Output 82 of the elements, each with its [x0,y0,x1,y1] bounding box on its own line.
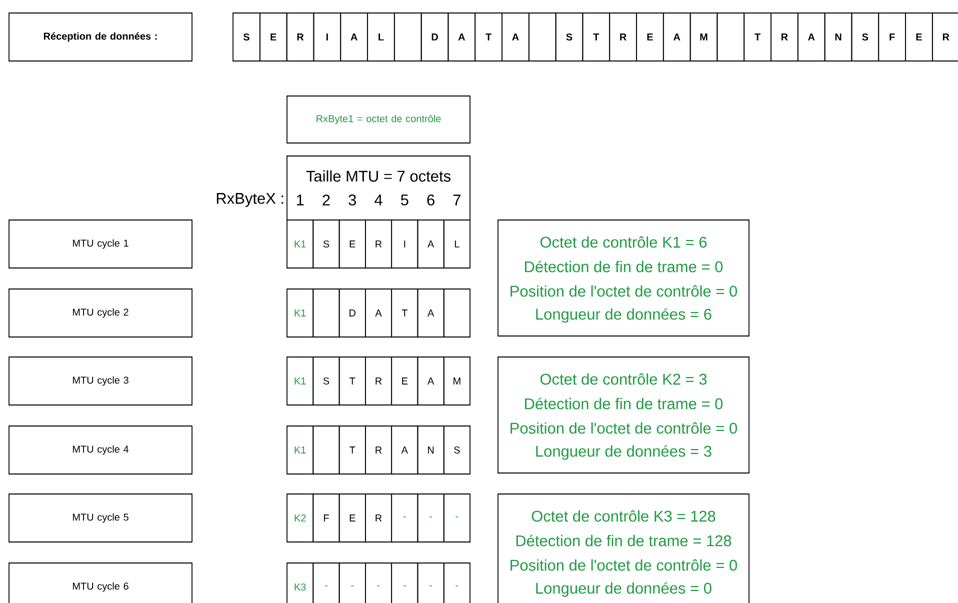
byte-cell: E [636,12,664,62]
byte-cell: F [312,494,340,542]
cycle-box: MTU cycle 6 [8,562,192,603]
byte-cell: E [338,494,366,542]
byte-cell: K1 [286,356,314,406]
byte-cell: - [391,562,418,603]
byte-cell: R [364,494,392,542]
cycle-box: MTU cycle 5 [8,494,192,542]
byte-cell: - [443,562,470,603]
byte-cell: M [443,356,470,406]
byte-cell: T [338,356,366,406]
byte-cell: M [690,12,718,62]
byte-cell: - [391,494,418,542]
byte-cell [528,12,556,62]
byte-cell: K1 [286,288,314,338]
byte-cell: R [770,12,798,62]
byte-cell: I [313,12,342,62]
cycle-box: MTU cycle 2 [8,288,192,338]
byte-cell: A [340,12,368,62]
byte-cell: L [367,12,395,62]
byte-cell [394,12,422,62]
byte-cell: S [851,12,880,62]
byte-cell: A [417,356,444,406]
byte-cell: R [932,12,958,62]
byte-cell: I [391,220,418,268]
byte-cell: R [286,12,314,62]
byte-cell: R [364,356,392,406]
byte-cell: - [364,562,392,603]
byte-cell: S [443,426,470,474]
cycle-box: MTU cycle 3 [8,356,192,406]
info-box: Octet de contrôle K1 = 6 Détection de fin de trame = 0 Position de l'octet de contrôle = 0 Longueur de données = 6 [498,220,750,336]
byte-cell [312,288,340,338]
byte-cell: S [312,356,340,406]
byte-cell: A [391,426,418,474]
byte-cell: T [391,288,418,338]
byte-cell: R [364,426,392,474]
byte-cell: K3 [286,562,314,603]
byte-cell: S [555,12,584,62]
title-box: Réception de données : [8,12,192,62]
byte-cell: T [744,12,772,62]
byte-cell: T [338,426,366,474]
note-box: RxByte1 = octet de contrôle [286,96,470,144]
byte-cell: K1 [286,426,314,474]
header-box: Taille MTU = 7 octets 1 2 3 4 5 6 7 [286,156,470,220]
cycle-box: MTU cycle 4 [8,426,192,474]
byte-cell: N [824,12,852,62]
byte-cell: R [609,12,637,62]
byte-cell: E [259,12,288,62]
byte-cell: A [417,288,444,338]
byte-cell: - [338,562,366,603]
byte-cell: T [474,12,502,62]
row-label: RxByteX : [216,193,284,207]
byte-cell: A [417,220,444,268]
byte-cell: A [797,12,826,62]
byte-cell: - [417,562,444,603]
byte-cell: R [364,220,392,268]
byte-cell: S [312,220,340,268]
byte-cell: E [905,12,933,62]
byte-cell: T [582,12,610,62]
byte-cell: - [443,494,470,542]
cycle-box: MTU cycle 1 [8,220,192,268]
byte-cell: N [417,426,444,474]
info-box: Octet de contrôle K3 = 128 Détection de fin de trame = 128 Position de l'octet de contrôle = 0 Longueur de données = 0 [498,494,750,603]
info-box: Octet de contrôle K2 = 3 Détection de fin de trame = 0 Position de l'octet de contrôle = 0 Longueur de données = 3 [498,356,750,474]
byte-cell: E [391,356,418,406]
byte-cell [716,12,745,62]
byte-cell: A [364,288,392,338]
byte-cell: S [232,12,260,62]
byte-cell [443,288,470,338]
byte-cell: K1 [286,220,314,268]
byte-cell: F [878,12,906,62]
byte-cell: L [443,220,470,268]
byte-cell: K2 [286,494,314,542]
byte-cell: D [420,12,449,62]
byte-cell: A [662,12,691,62]
byte-cell: A [448,12,476,62]
byte-cell [312,426,340,474]
byte-cell: - [312,562,340,603]
byte-cell: D [338,288,366,338]
byte-cell: E [338,220,366,268]
byte-cell: - [417,494,444,542]
byte-cell: A [502,12,530,62]
